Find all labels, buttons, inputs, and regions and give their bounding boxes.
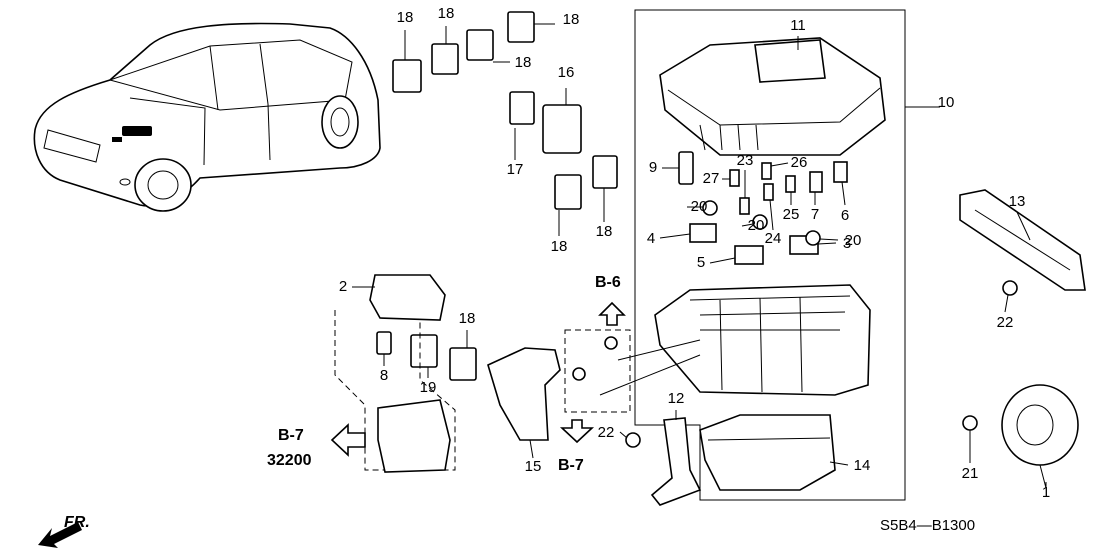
bracket-13 xyxy=(959,189,1086,291)
callout-c3: 3 xyxy=(843,235,851,252)
callout-c6: 6 xyxy=(841,207,849,224)
callout-c11: 11 xyxy=(790,17,806,34)
callout-c2: 2 xyxy=(339,278,347,295)
callout-c15: 15 xyxy=(525,458,542,475)
callout-c19: 19 xyxy=(420,379,437,396)
callout-c18a: 18 xyxy=(397,9,414,26)
callout-c8: 8 xyxy=(380,367,388,384)
callout-c14: 14 xyxy=(854,457,871,474)
bracket-15 xyxy=(487,347,561,441)
front-direction-icon xyxy=(38,522,82,548)
callout-c22b: 22 xyxy=(598,424,615,441)
reference-arrows xyxy=(330,301,626,457)
callout-c18g: 18 xyxy=(459,310,476,327)
callout-c20c: 20 xyxy=(845,232,862,249)
fuse-box-frame xyxy=(634,9,940,501)
callout-c22a: 22 xyxy=(997,314,1014,331)
callout-c16: 16 xyxy=(558,64,575,81)
lower-cover xyxy=(699,414,836,491)
callout-c20a: 20 xyxy=(691,198,708,215)
ref-32200: 32200 xyxy=(267,452,312,469)
callout-c18c: 18 xyxy=(515,54,532,71)
callout-c13: 13 xyxy=(1009,193,1026,210)
front-label: FR. xyxy=(64,514,90,531)
callout-c18f: 18 xyxy=(596,223,613,240)
callout-c7: 7 xyxy=(811,206,819,223)
bolts xyxy=(564,280,1018,448)
callout-c21: 21 xyxy=(962,465,979,482)
relays xyxy=(392,11,618,381)
callout-c24: 24 xyxy=(765,230,782,247)
callout-c4: 4 xyxy=(647,230,655,247)
arrow-down-icon xyxy=(559,419,595,444)
connector-block xyxy=(334,274,456,473)
arrow-left-icon xyxy=(330,423,366,457)
callout-c1: 1 xyxy=(1042,484,1050,501)
ref-b6: B-6 xyxy=(595,274,621,291)
leader-lines xyxy=(352,23,1047,488)
small-fuses xyxy=(678,151,848,265)
callout-c18e: 18 xyxy=(551,238,568,255)
callout-c23: 23 xyxy=(737,152,754,169)
callout-c18b: 18 xyxy=(438,5,455,22)
callout-c12: 12 xyxy=(668,390,685,407)
callout-c26: 26 xyxy=(791,154,808,171)
ref-b7-mid: B-7 xyxy=(558,457,584,474)
arrow-up-icon xyxy=(598,301,626,326)
callout-c18d: 18 xyxy=(563,11,580,28)
callout-c20b: 20 xyxy=(748,217,765,234)
callout-c27: 27 xyxy=(703,170,720,187)
callout-c10: 10 xyxy=(938,94,955,111)
horn xyxy=(1001,384,1079,489)
bracket-12 xyxy=(650,417,702,506)
ref-b7-left: B-7 xyxy=(278,427,304,444)
car-illustration xyxy=(33,22,381,212)
callout-c9: 9 xyxy=(649,159,657,176)
callout-c5: 5 xyxy=(697,254,705,271)
callout-c17: 17 xyxy=(507,161,524,178)
fuse-box-body xyxy=(654,284,871,396)
fuse-box-cover xyxy=(659,37,886,156)
diagram-code: S5B4—B1300 xyxy=(880,517,975,534)
callout-c25: 25 xyxy=(783,206,800,223)
